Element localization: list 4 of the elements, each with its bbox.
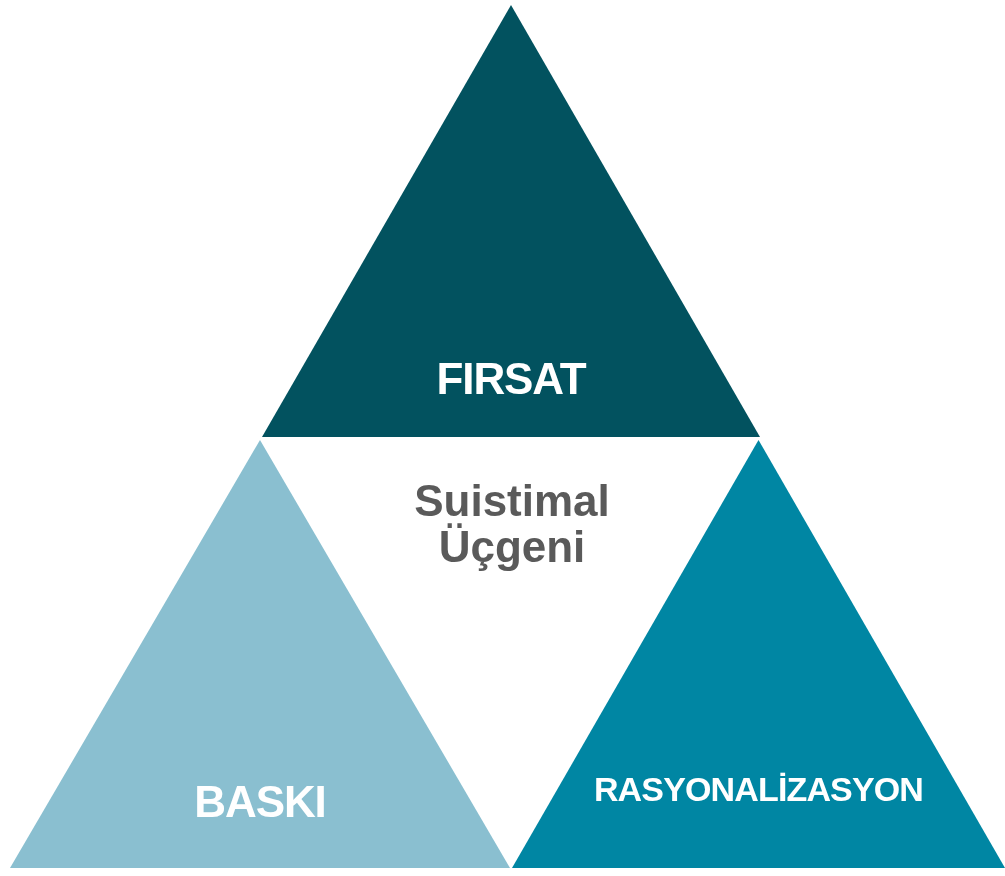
triangle-label: RASYONALİZASYON	[593, 772, 924, 806]
triangle-label: FIRSAT	[436, 357, 586, 401]
triangle-label: BASKI	[194, 780, 326, 824]
center-title: Suistimal Üçgeni	[413, 478, 611, 571]
